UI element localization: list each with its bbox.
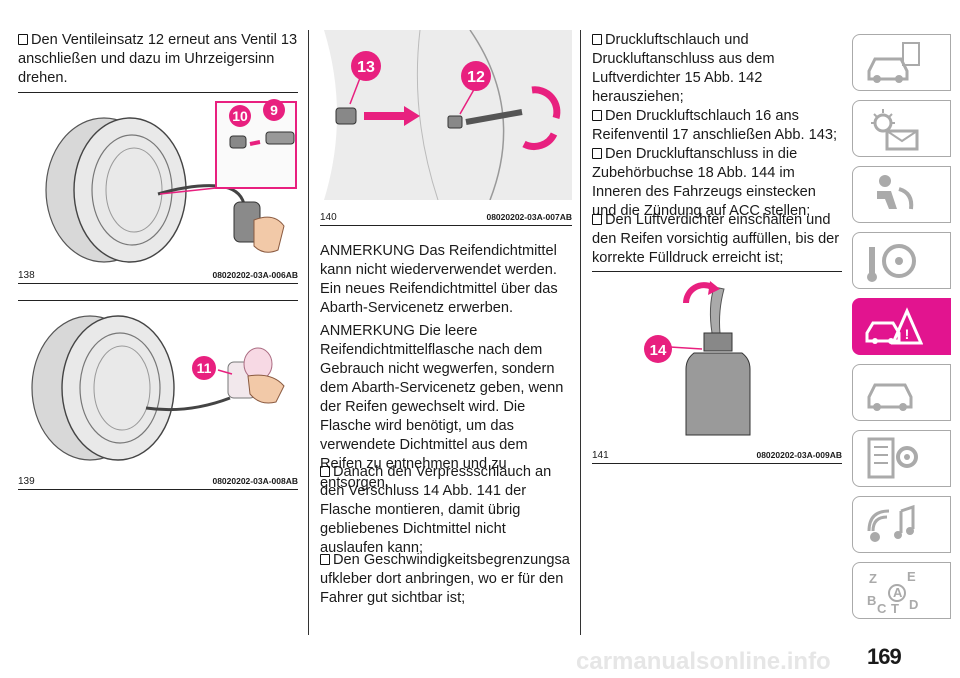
note-reuse: ANMERKUNG Das Reifendichtmittel kann nic… [320, 243, 558, 316]
step-bullet-icon [592, 110, 602, 121]
figure-139: 11 139 08020202-03A-008AB [18, 300, 298, 490]
tab-emergency[interactable]: ! [852, 298, 951, 355]
index-icon: Z E A B C T D [867, 569, 918, 615]
figure-caption-141: 141 08020202-03A-009AB [592, 450, 842, 464]
figure-code: 08020202-03A-008AB [212, 476, 298, 486]
step-bullet-icon [592, 148, 602, 159]
figure-number: 140 [320, 212, 337, 223]
intro-step: Den Ventileinsatz 12 erneut ans Ventil 1… [18, 32, 298, 86]
step-connect-hose: Den Druckluftschlauch 16 ans Reifenventi… [592, 108, 838, 143]
step-inflate: Den Luftverdichter einschalten und den R… [592, 212, 840, 266]
svg-text:D: D [909, 597, 918, 612]
multimedia-icon [867, 504, 915, 542]
step-hose: Danach den Verpressschlauch an den Versc… [320, 464, 552, 556]
callout-11: 11 [197, 360, 212, 376]
svg-text:A: A [893, 585, 903, 600]
watermark: carmanualsonline.info [576, 648, 831, 675]
emergency-icon: ! [865, 307, 923, 345]
callout-12: 12 [467, 69, 485, 86]
technical-data-icon [867, 437, 918, 479]
callout-10: 10 [232, 108, 248, 124]
figure-138: 10 9 138 08020202-03A-006AB [18, 92, 298, 284]
dashboard-lights-icon [871, 109, 919, 151]
tab-dashboard-lights[interactable] [852, 100, 951, 157]
step-plug-in: Den Druckluftanschluss in die Zubehörbuc… [592, 146, 816, 219]
steering-key-icon [867, 244, 916, 282]
figure-caption-138: 138 08020202-03A-006AB [18, 270, 298, 284]
safety-airbag-icon [877, 175, 914, 210]
callout-13: 13 [357, 59, 375, 76]
step-bullet-icon [592, 214, 602, 225]
tab-multimedia[interactable] [852, 496, 951, 553]
tab-index[interactable]: Z E A B C T D [852, 562, 951, 619]
svg-text:T: T [891, 601, 899, 615]
step-remove-hose: Druckluftschlauch und Druckluftanschluss… [592, 32, 775, 105]
column-divider [308, 30, 309, 635]
figure-number: 141 [592, 450, 609, 461]
tab-car-info[interactable] [852, 34, 951, 91]
tab-steering[interactable] [852, 232, 951, 289]
step-sticker: Den Geschwindigkeitsbegrenzungsaufkleber… [320, 552, 570, 606]
figure-code: 08020202-03A-007AB [486, 212, 572, 222]
figure-number: 138 [18, 270, 35, 281]
tab-technical-data[interactable] [852, 430, 951, 487]
figure-141: 14 141 08020202-03A-009AB [592, 271, 842, 464]
svg-text:C: C [877, 601, 887, 615]
step-bullet-icon [320, 466, 330, 477]
svg-text:E: E [907, 569, 916, 584]
step-bullet-icon [320, 554, 330, 565]
figure-caption-139: 139 08020202-03A-008AB [18, 476, 298, 490]
figure-caption-140: 140 08020202-03A-007AB [320, 212, 572, 226]
figure-140: 13 12 140 08020202-03A-007AB [320, 30, 572, 226]
valve-illustration-140: 13 12 [324, 30, 572, 200]
bottle-illustration-141: 14 [644, 281, 751, 436]
svg-text:B: B [867, 593, 876, 608]
step-bullet-icon [18, 34, 28, 45]
svg-text:Z: Z [869, 571, 877, 586]
car-info-icon [867, 42, 920, 83]
figure-code: 08020202-03A-009AB [756, 450, 842, 460]
step-bullet-icon [592, 34, 602, 45]
svg-text:!: ! [905, 326, 910, 342]
car-service-icon [867, 383, 913, 411]
page-number: 169 [867, 644, 902, 669]
figure-code: 08020202-03A-006AB [212, 270, 298, 280]
tire-illustration-138: 10 9 [45, 99, 297, 263]
callout-9: 9 [270, 102, 278, 118]
tab-safety[interactable] [852, 166, 951, 223]
figure-number: 139 [18, 476, 35, 487]
note-bottle: ANMERKUNG Die leere Reifendichtmittelfla… [320, 323, 564, 491]
column-divider [580, 30, 581, 635]
tire-illustration-139: 11 [31, 315, 285, 461]
callout-14: 14 [650, 342, 667, 359]
tab-car-service[interactable] [852, 364, 951, 421]
